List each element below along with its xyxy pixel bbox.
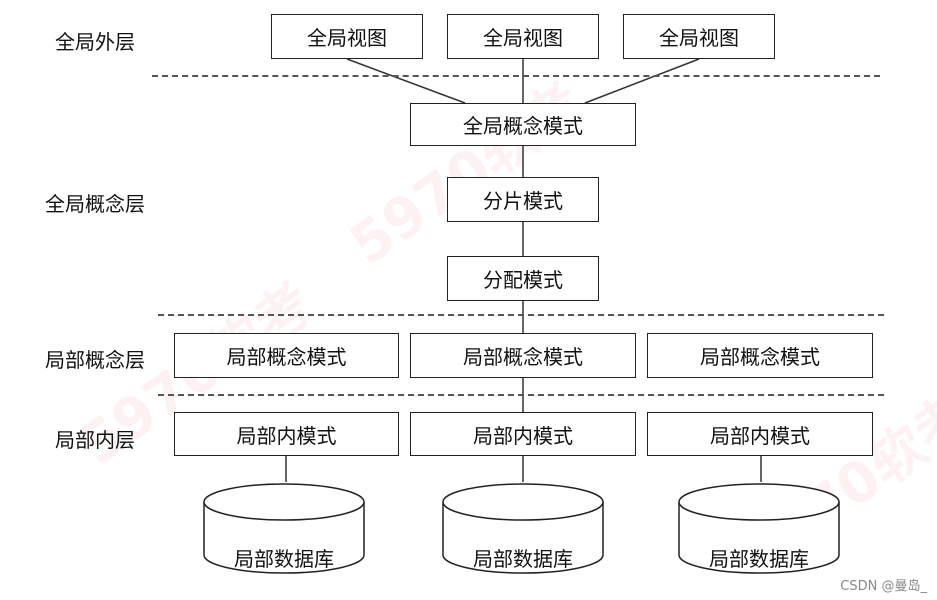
- connector-view1-schema: [346, 58, 466, 104]
- local-database-label: 局部数据库: [473, 547, 573, 571]
- layer-label-local-internal: 局部内层: [55, 428, 135, 452]
- allocation-schema-box: 分配模式: [447, 256, 599, 301]
- database-cylinder-2: [442, 483, 604, 574]
- layer-separator: [158, 394, 884, 396]
- local-internal-schema-box: 局部内模式: [410, 412, 636, 456]
- database-cylinder-1: [203, 483, 365, 574]
- local-database-label: 局部数据库: [234, 547, 334, 571]
- local-internal-schema-box: 局部内模式: [174, 412, 399, 456]
- local-conceptual-schema-box: 局部概念模式: [647, 333, 873, 378]
- connector-view3-schema: [584, 58, 700, 104]
- local-conceptual-schema-box: 局部概念模式: [174, 333, 399, 378]
- layer-label-local-conceptual: 局部概念层: [45, 348, 145, 372]
- source-credit: CSDN @曼岛_: [840, 579, 927, 594]
- database-cylinder-3: [678, 483, 840, 574]
- layer-label-external: 全局外层: [55, 30, 135, 54]
- layer-label-global-conceptual: 全局概念层: [45, 192, 145, 216]
- global-view-box: 全局视图: [271, 14, 423, 59]
- global-schema-box: 全局概念模式: [410, 103, 636, 146]
- global-view-box: 全局视图: [447, 14, 599, 59]
- local-conceptual-schema-box: 局部概念模式: [410, 333, 636, 378]
- fragment-schema-box: 分片模式: [447, 177, 599, 222]
- global-view-box: 全局视图: [623, 14, 775, 59]
- layer-separator: [158, 314, 884, 316]
- layer-separator: [152, 75, 880, 77]
- local-database-label: 局部数据库: [709, 547, 809, 571]
- local-internal-schema-box: 局部内模式: [647, 412, 873, 456]
